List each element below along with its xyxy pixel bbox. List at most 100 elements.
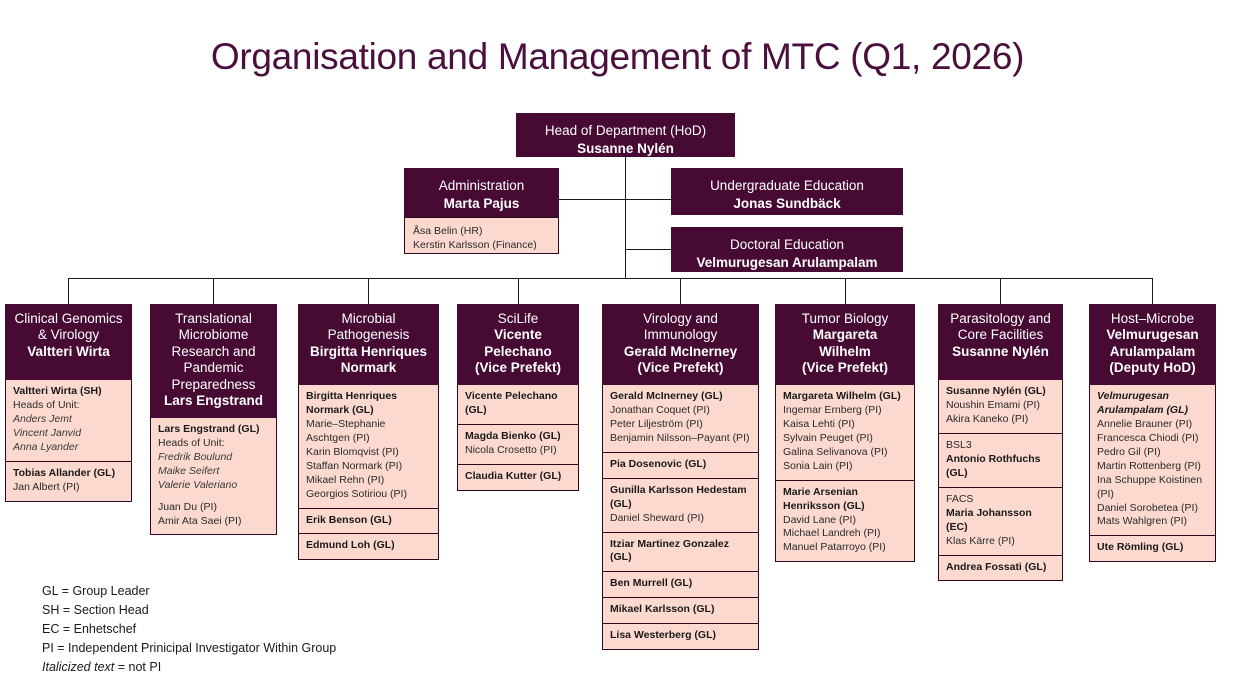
node-undergraduate-education[interactable]: Undergraduate Education Jonas Sundbäck [671, 168, 903, 215]
doctoral-name: Velmurugesan Arulampalam [696, 254, 878, 270]
division-header-line: Parasitology and [950, 311, 1051, 326]
group-member: Staffan Normark (PI) [306, 459, 403, 472]
group-member: Vincent Janvid [13, 426, 82, 439]
group-member: Georgios Sotiriou (PI) [306, 487, 407, 500]
research-group[interactable]: Valtteri Wirta (SH)Heads of Unit:Anders … [6, 380, 131, 462]
division-lead-name: (Deputy HoD) [1109, 360, 1196, 376]
research-group[interactable]: Pia Dosenovic (GL) [603, 453, 758, 479]
research-group[interactable]: Gunilla Karlsson Hedestam(GL)Daniel Shew… [603, 479, 758, 533]
node-doctoral-education[interactable]: Doctoral Education Velmurugesan Arulampa… [671, 227, 903, 272]
connector-drop-8 [1152, 278, 1153, 304]
page-title: Organisation and Management of MTC (Q1, … [210, 36, 1025, 77]
undergrad-name: Jonas Sundbäck [733, 195, 841, 211]
research-group[interactable]: Magda Bienko (GL)Nicola Crosetto (PI) [458, 425, 578, 465]
division-body: Vicente Pelechano (GL) Magda Bienko (GL)N… [457, 384, 579, 491]
research-group[interactable]: Ute Römling (GL) [1090, 536, 1215, 561]
group-member: Noushin Emami (PI) [946, 398, 1040, 411]
division-header-line: Pathogenesis [327, 327, 410, 343]
research-group[interactable]: Erik Benson (GL) [299, 509, 438, 535]
research-group[interactable]: Lars Engstrand (GL)Heads of Unit:Fredrik… [151, 418, 276, 535]
legend-item: SH = Section Head [42, 603, 149, 617]
group-member: Daniel Sorobetea (PI) [1097, 501, 1198, 514]
research-group[interactable]: Margareta Wilhelm (GL)Ingemar Ernberg (P… [776, 385, 914, 481]
research-group[interactable]: Susanne Nylén (GL)Noushin Emami (PI)Akir… [939, 380, 1062, 434]
group-member: Karin Blomqvist (PI) [306, 445, 399, 458]
division-header-line: & Virology [37, 327, 100, 343]
research-group[interactable]: Ben Murrell (GL) [603, 572, 758, 599]
connector-drop-5 [680, 278, 681, 304]
research-group[interactable]: Tobias Allander (GL)Jan Albert (PI) [6, 462, 131, 501]
division-header-line: Host–Microbe [1110, 311, 1195, 326]
node-administration[interactable]: Administration Marta Pajus [404, 168, 559, 217]
group-member: Jonathan Coquet (PI) [610, 403, 710, 416]
research-group[interactable]: Vicente Pelechano (GL) [458, 385, 578, 425]
division-header-line: Immunology [643, 327, 718, 343]
research-group[interactable]: Itziar Martinez Gonzalez (GL) [603, 533, 758, 573]
division-lead-name: (Vice Prefekt) [474, 360, 562, 376]
research-group[interactable]: Edmund Loh (GL) [299, 534, 438, 559]
group-member: Amir Ata Saei (PI) [158, 514, 242, 527]
group-member: Andrea Fossati (GL) [946, 560, 1047, 573]
group-member: Kaisa Lehti (PI) [783, 417, 855, 430]
division-header-line: Pandemic [183, 360, 244, 376]
division-header-line: Microbial [341, 311, 396, 326]
group-member: Manuel Patarroyo (PI) [783, 541, 886, 554]
group-member: Akira Kaneko (PI) [946, 412, 1029, 425]
group-member: Vicente Pelechano (GL) [465, 389, 558, 416]
group-member: Erik Benson (GL) [306, 513, 392, 526]
connector-drop-6 [845, 278, 846, 304]
group-member: Heads of Unit: [13, 398, 80, 411]
division-header-line: Preparedness [171, 376, 256, 392]
group-member: Klas Kärre (PI) [946, 534, 1015, 547]
group-member: Valerie Valeriano [158, 478, 238, 491]
connector-drop-7 [1000, 278, 1001, 304]
division-lead-name: Pelechano [484, 343, 552, 359]
group-member: BSL3 [946, 438, 972, 451]
research-group[interactable]: Claudia Kutter (GL) [458, 465, 578, 490]
group-member: Susanne Nylén (GL) [946, 385, 1046, 397]
doctoral-title: Doctoral Education [729, 237, 845, 252]
administration-member: Kerstin Karlsson (Finance) [413, 239, 537, 252]
division-header-line: Tumor Biology [801, 311, 889, 326]
research-group[interactable]: Mikael Karlsson (GL) [603, 598, 758, 625]
hod-name: Susanne Nylén [577, 140, 674, 156]
node-head-of-department[interactable]: Head of Department (HoD) Susanne Nylén [516, 113, 735, 157]
division-lead-name: Birgitta Henriques [309, 343, 428, 359]
division-lead-name: Velmurugesan [1106, 327, 1199, 343]
connector-drop-2 [213, 278, 214, 304]
division-lead-name: Valtteri Wirta [27, 343, 110, 359]
connector-doctoral [625, 249, 672, 250]
research-group[interactable]: Andrea Fossati (GL) [939, 556, 1062, 581]
division-body: Valtteri Wirta (SH)Heads of Unit:Anders … [5, 380, 132, 502]
group-member: Mikael Rehn (PI) [306, 473, 385, 486]
research-group[interactable]: Gerald McInerney (GL)Jonathan Coquet (PI… [603, 385, 758, 453]
research-group[interactable]: Lisa Westerberg (GL) [603, 624, 758, 649]
group-member: Peter Liljeström (PI) [610, 417, 703, 430]
group-member: Michael Landreh (PI) [783, 527, 881, 540]
group-member: Velmurugesan [1097, 389, 1169, 402]
group-member: Annelie Brauner (PI) [1097, 417, 1193, 430]
group-member: Tobias Allander (GL) [13, 466, 116, 479]
group-member: Antonio Rothfuchs (GL) [946, 452, 1041, 479]
group-member: Francesca Chiodi (PI) [1097, 431, 1199, 444]
group-member: Magda Bienko (GL) [465, 429, 561, 442]
legend-item: GL = Group Leader [42, 584, 150, 598]
group-member: Benjamin Nilsson–Payant (PI) [610, 431, 750, 444]
